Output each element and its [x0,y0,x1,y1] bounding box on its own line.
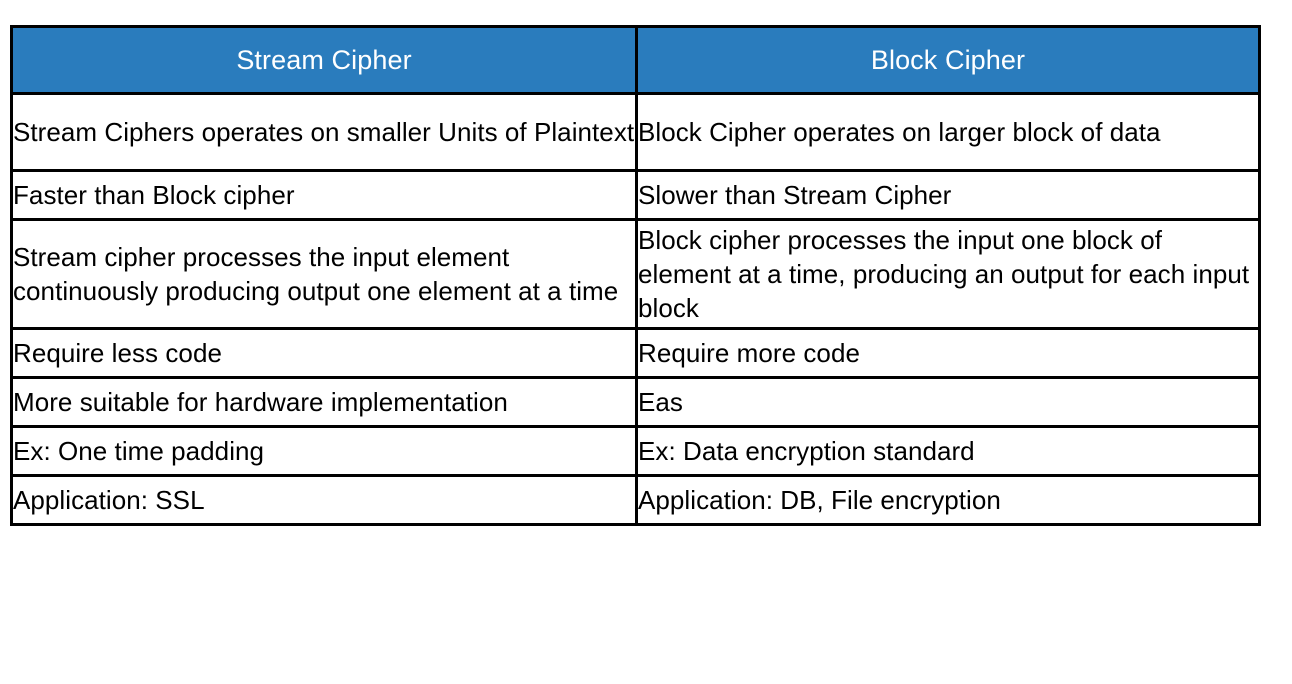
cell-text: Slower than Stream Cipher [638,179,952,210]
table-cell-left: More suitable for hardware implementatio… [10,376,638,428]
table-cell-left: Stream Ciphers operates on smaller Units… [10,92,638,172]
table-cell-right: Slower than Stream Cipher [635,169,1261,221]
cell-text: Block Cipher operates on larger block of… [638,116,1161,147]
table-cell-left: Require less code [10,327,638,379]
table-cell-right: Require more code [635,327,1261,379]
column-header-stream-cipher: Stream Cipher [10,25,638,95]
cell-text: Application: DB, File encryption [638,484,1001,515]
table-body: Stream Ciphers operates on smaller Units… [10,92,1261,526]
table-row: Stream cipher processes the input elemen… [10,218,1261,330]
cell-text: Stream cipher processes the input elemen… [13,241,619,306]
cell-text: Eas [638,386,683,417]
cell-text: Block cipher processes the input one blo… [638,224,1250,324]
cell-text: Application: SSL [13,484,205,515]
table-cell-right: Block cipher processes the input one blo… [635,218,1261,330]
table-cell-right: Block Cipher operates on larger block of… [635,92,1261,172]
comparison-table-container: Stream Cipher Block Cipher Stream Cipher… [10,25,1261,661]
cell-text: Stream Ciphers operates on smaller Units… [13,116,635,147]
table-row: More suitable for hardware implementatio… [10,376,1261,428]
cell-text: Faster than Block cipher [13,179,295,210]
table-row: Stream Ciphers operates on smaller Units… [10,92,1261,172]
table-cell-left: Faster than Block cipher [10,169,638,221]
table-cell-right: Eas [635,376,1261,428]
cell-text: Ex: One time padding [13,435,265,466]
table-cell-left: Application: SSL [10,474,638,526]
table-cell-right: Application: DB, File encryption [635,474,1261,526]
table-header-row: Stream Cipher Block Cipher [10,25,1261,95]
table-cell-left: Stream cipher processes the input elemen… [10,218,638,330]
table-row: Faster than Block cipher Slower than Str… [10,169,1261,221]
table-row: Application: SSL Application: DB, File e… [10,474,1261,526]
cell-text: Require less code [13,337,222,368]
column-header-label: Block Cipher [870,44,1026,75]
column-header-label: Stream Cipher [236,44,412,75]
table-row: Ex: One time padding Ex: Data encryption… [10,425,1261,477]
table-row: Require less code Require more code [10,327,1261,379]
table-header: Stream Cipher Block Cipher [10,25,1261,95]
cell-text: Ex: Data encryption standard [638,435,975,466]
cell-text: Require more code [638,337,860,368]
comparison-table: Stream Cipher Block Cipher Stream Cipher… [10,25,1261,526]
table-cell-left: Ex: One time padding [10,425,638,477]
column-header-block-cipher: Block Cipher [635,25,1261,95]
table-cell-right: Ex: Data encryption standard [635,425,1261,477]
cell-text: More suitable for hardware implementatio… [13,386,508,417]
